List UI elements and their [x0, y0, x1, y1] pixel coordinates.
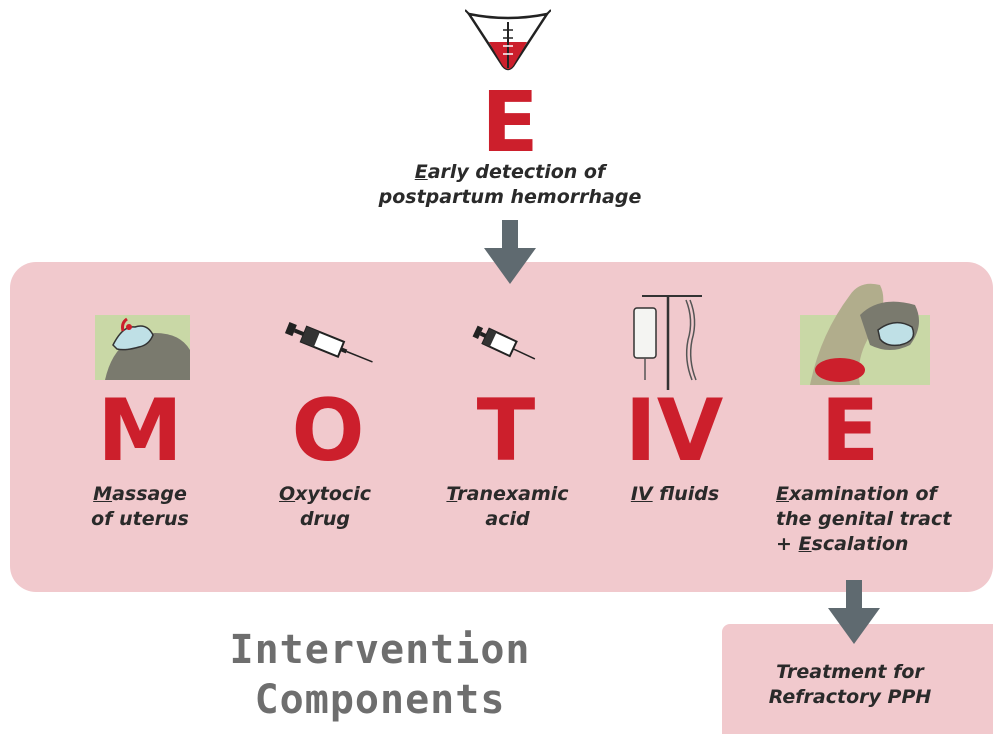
examination-caption: Examination of the genital tract + Escal… [776, 482, 986, 557]
early-detection-letter: E [481, 73, 539, 171]
treatment-caption: Treatment for Refractory PPH [740, 660, 960, 710]
caption-text-line2: postpartum hemorrhage [378, 186, 642, 208]
tranexamic-caption: Tranexamic acid [425, 482, 590, 532]
motive-letter-iv: IV [624, 381, 724, 481]
treatment-line1: Treatment for [776, 661, 924, 683]
caption-text: assage [112, 483, 187, 505]
caption-initial-escalation: E [798, 533, 812, 555]
caption-text-line2: of uterus [91, 508, 189, 530]
caption-initial: IV [630, 483, 653, 505]
iv-fluids-caption: IV fluids [605, 482, 745, 507]
small-syringe-icon [470, 320, 540, 370]
treatment-line2: Refractory PPH [768, 686, 932, 708]
early-detection-caption: Early detection of postpartum hemorrhage [320, 160, 700, 210]
intervention-components-label: Intervention Components [150, 625, 610, 725]
caption-initial: M [93, 483, 113, 505]
motive-letter-t: T [476, 381, 536, 481]
caption-text-line2: the genital tract [776, 508, 952, 530]
caption-initial: O [279, 483, 296, 505]
genital-tract-exam-icon [800, 275, 930, 385]
caption-text: xamination of [788, 483, 937, 505]
caption-text-line2: acid [485, 508, 530, 530]
caption-text: arly detection of [427, 161, 606, 183]
motive-letter-o: O [291, 381, 365, 481]
oxytocic-caption: Oxytocic drug [255, 482, 395, 532]
arrow-down-icon [482, 220, 538, 286]
arrow-down-icon [826, 580, 882, 646]
motive-letter-e: E [820, 381, 880, 481]
blood-collection-drape-icon [465, 8, 551, 72]
uterine-massage-icon [95, 305, 190, 380]
caption-text: fluids [652, 483, 720, 505]
caption-text: ranexamic [457, 483, 569, 505]
iv-bag-icon [630, 290, 710, 390]
caption-initial: T [446, 483, 458, 505]
caption-initial: E [414, 161, 428, 183]
label-line2: Components [254, 677, 506, 723]
caption-text-escalation: scalation [811, 533, 909, 555]
massage-caption: Massage of uterus [70, 482, 210, 532]
caption-text: xytocic [295, 483, 371, 505]
label-line1: Intervention [229, 627, 531, 673]
treatment-panel [722, 624, 993, 734]
caption-prefix: + [776, 533, 799, 555]
syringe-icon [278, 318, 378, 370]
caption-text-line2: drug [299, 508, 351, 530]
motive-letter-m: M [97, 381, 183, 481]
caption-initial: E [776, 483, 789, 505]
